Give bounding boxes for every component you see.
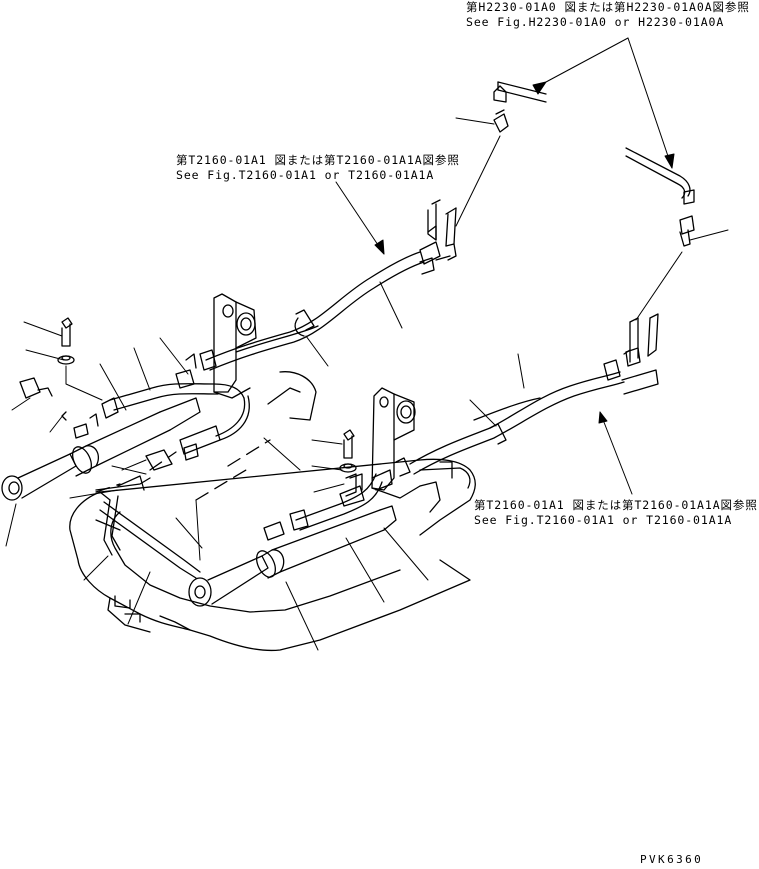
- reference-middle-jp: 第T2160-01A1 図または第T2160-01A1A図参照: [176, 153, 460, 167]
- right-cylinder: [188, 505, 397, 607]
- reference-middle-en: See Fig.T2160-01A1 or T2160-01A1A: [176, 168, 435, 182]
- left-upper-fittings: [419, 199, 457, 275]
- reference-top-en: See Fig.H2230-01A0 or H2230-01A0A: [466, 15, 725, 29]
- reference-bottom-en: See Fig.T2160-01A1 or T2160-01A1A: [474, 513, 733, 527]
- left-cylinder: [1, 397, 201, 501]
- reference-top-jp: 第H2230-01A0 図または第H2230-01A0A図参照: [466, 0, 750, 14]
- upper-pipes: [493, 81, 695, 247]
- right-inner-hose: [263, 457, 411, 541]
- right-hardware: [339, 429, 357, 497]
- arrowheads: [374, 81, 675, 424]
- reference-bottom-jp: 第T2160-01A1 図または第T2160-01A1A図参照: [474, 498, 758, 512]
- reference-bottom: 第T2160-01A1 図または第T2160-01A1A図参照 See Fig.…: [474, 498, 758, 528]
- track-frame: [69, 458, 476, 652]
- reference-top: 第H2230-01A0 図または第H2230-01A0A図参照 See Fig.…: [466, 0, 750, 30]
- right-bracket: [371, 387, 441, 513]
- reference-middle: 第T2160-01A1 図または第T2160-01A1A図参照 See Fig.…: [176, 153, 460, 183]
- right-main-hose: [409, 313, 659, 475]
- left-inner-hose: [101, 353, 250, 461]
- left-bracket: [213, 293, 317, 421]
- left-hardware: [19, 317, 173, 491]
- leader-lines: [5, 37, 729, 651]
- left-main-hose: [199, 251, 425, 371]
- drawing-code: PVK6360: [640, 853, 704, 866]
- left-lower-pipes: [95, 477, 201, 579]
